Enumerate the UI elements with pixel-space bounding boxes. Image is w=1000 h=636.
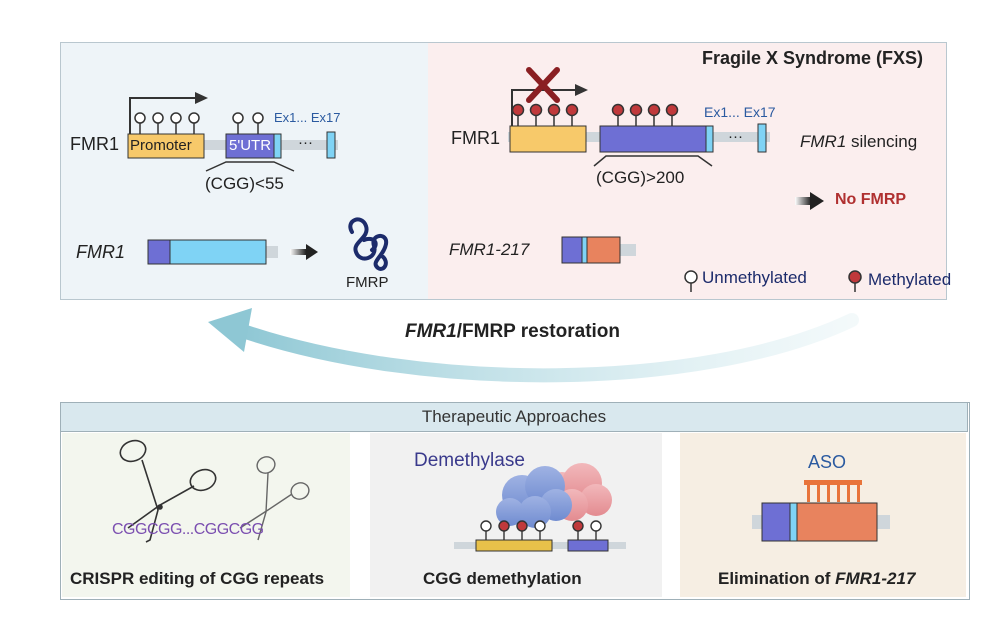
fxs-repeat-label: (CGG)>200 <box>596 168 685 187</box>
demethylation-caption: CGG demethylation <box>423 569 582 588</box>
expanded-repeat-box <box>599 125 707 153</box>
exon17-box <box>326 131 336 159</box>
fmrp-label: FMRP <box>346 274 389 291</box>
legend-unmethylated-icon <box>684 270 698 292</box>
healthy-gene-diagram <box>127 92 338 172</box>
healthy-repeat-bracket <box>205 161 295 172</box>
restoration-label: FMR1/FMRP restoration <box>405 321 621 342</box>
fxs-gene-label: FMR1 <box>451 128 500 148</box>
legend-unmethylated-label: Unmethylated <box>702 268 807 287</box>
demethylase-cloud <box>496 463 612 528</box>
promoter-box <box>127 133 205 159</box>
healthy-exon-label: Ex1... Ex17 <box>274 110 341 125</box>
no-fmrp-arrow <box>795 192 824 210</box>
utr-box <box>225 133 275 159</box>
aso-label: ASO <box>808 452 847 472</box>
restoration-arrow <box>233 313 859 383</box>
therapeutic-approaches-header: Therapeutic Approaches <box>60 402 968 432</box>
healthy-unmethylated-lollipops <box>134 112 264 134</box>
demethylation-dna <box>454 520 626 552</box>
demethylase-label: Demethylase <box>414 450 525 471</box>
utr-label: 5'UTR <box>229 137 272 154</box>
healthy-repeat-label: (CGG)<55 <box>205 174 284 193</box>
fmrp-protein-icon <box>348 217 389 271</box>
blocked-transcription-x <box>526 67 560 103</box>
healthy-transcript <box>147 239 318 265</box>
restoration-arrow-head <box>208 308 252 352</box>
fxs-exon-label: Ex1... Ex17 <box>704 104 776 120</box>
fmr1-217-transcript <box>561 236 636 264</box>
fmr1-silencing-text: FMR1 silencing <box>800 132 918 151</box>
fmr1-217-label: FMR1-217 <box>449 240 530 259</box>
healthy-dots: ··· <box>298 134 313 151</box>
elimination-caption: Elimination of FMR1-217 <box>718 569 916 588</box>
fxs-dots: ··· <box>728 128 743 145</box>
healthy-gene-label: FMR1 <box>70 134 119 154</box>
scissors-icon-small <box>239 456 310 541</box>
crispr-subpanel <box>62 433 350 597</box>
aso-oligo <box>804 480 862 502</box>
aso-transcript <box>752 502 890 542</box>
fxs-gene-diagram <box>508 67 770 167</box>
no-fmrp-label: No FMRP <box>835 191 907 208</box>
fxs-methylated-lollipops <box>511 103 679 126</box>
fxs-repeat-bracket <box>593 155 713 167</box>
legend-methylated-icon <box>848 270 862 292</box>
promoter-label: Promoter <box>130 137 192 154</box>
fxs-title: Fragile X Syndrome (FXS) <box>702 48 924 68</box>
fxs-tss-arrow <box>511 89 578 128</box>
fxs-panel <box>428 42 947 300</box>
legend-methylated-label: Methylated <box>868 270 952 289</box>
healthy-tss-arrow <box>129 97 198 138</box>
healthy-transcript-label: FMR1 <box>76 242 125 262</box>
scissors-icon-large <box>119 439 217 543</box>
crispr-caption: CRISPR editing of CGG repeats <box>70 569 325 588</box>
crispr-sequence: CGGCGG...CGGCGG <box>112 521 264 538</box>
